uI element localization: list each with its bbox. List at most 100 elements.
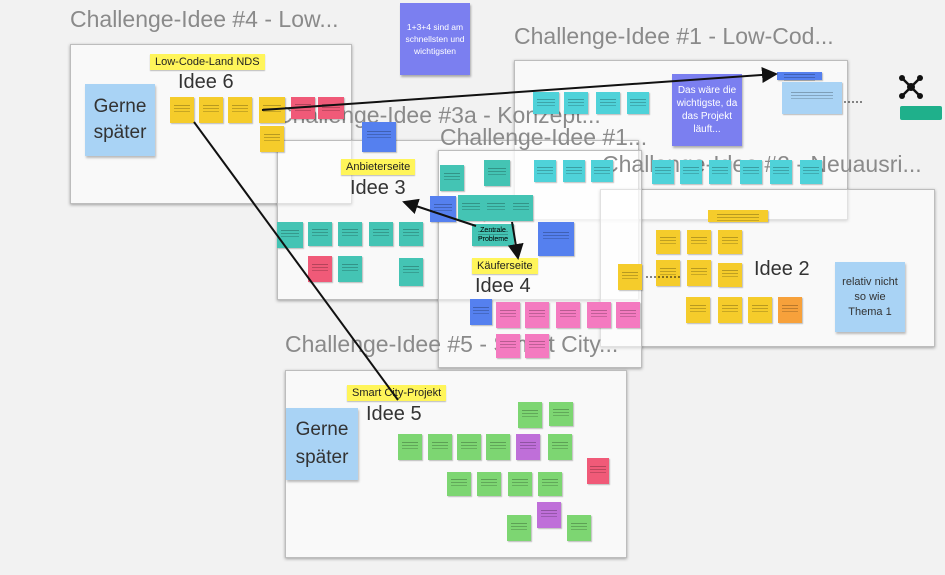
sticky-note[interactable]: [430, 196, 456, 222]
sticky-note[interactable]: [718, 230, 742, 254]
sticky-note[interactable]: [508, 472, 532, 496]
green-action-button[interactable]: [900, 106, 942, 120]
sticky-note[interactable]: [518, 402, 542, 428]
sticky-gerne-spaeter-bottom[interactable]: Gerne später: [286, 408, 358, 480]
frame-title-challenge-4: Challenge-Idee #4 - Low...: [70, 6, 339, 32]
idea-heading-6: Idee 6: [178, 71, 234, 93]
sticky-note[interactable]: [260, 126, 284, 152]
sticky-note[interactable]: [616, 302, 640, 328]
sticky-note[interactable]: [549, 402, 573, 426]
sticky-note[interactable]: [556, 302, 580, 328]
sticky-note[interactable]: [496, 334, 520, 358]
sticky-note[interactable]: [447, 472, 471, 496]
sticky-note[interactable]: [308, 256, 332, 282]
image-header-bar: [777, 72, 822, 80]
frame-title-challenge-1: Challenge-Idee #1 - Low-Cod...: [514, 23, 834, 49]
note-wichtigste[interactable]: Das wäre die wichtigste, da das Projekt …: [672, 74, 742, 146]
sticky-note[interactable]: [567, 515, 591, 541]
frame-title-challenge-5: Challenge-Idee #5 - Smart City...: [285, 331, 619, 357]
sticky-note[interactable]: [199, 97, 223, 123]
sticky-note[interactable]: [428, 434, 452, 460]
sticky-note[interactable]: [170, 97, 194, 123]
sticky-note[interactable]: [516, 434, 540, 460]
label-smart-city[interactable]: Smart City-Projekt: [347, 385, 447, 401]
sticky-note[interactable]: [534, 160, 556, 182]
sticky-note[interactable]: [587, 458, 609, 484]
sticky-note[interactable]: [596, 92, 620, 114]
sticky-note[interactable]: [591, 160, 613, 182]
sticky-note[interactable]: [652, 160, 674, 184]
sticky-text: Gerne später: [295, 419, 349, 468]
sticky-note[interactable]: [470, 299, 492, 325]
sticky-note[interactable]: [338, 222, 362, 246]
sticky-note[interactable]: [770, 160, 792, 184]
sticky-note[interactable]: [800, 160, 822, 184]
sticky-note[interactable]: [709, 160, 731, 184]
top-priority-note-text: 1+3+4 sind am schnellsten und wichtigste…: [405, 22, 465, 56]
sticky-note[interactable]: [656, 260, 680, 286]
sticky-note[interactable]: [656, 230, 680, 254]
sticky-note[interactable]: [338, 256, 362, 282]
sticky-note[interactable]: [277, 222, 303, 248]
illustration-image: [782, 82, 842, 114]
sticky-note[interactable]: [362, 122, 396, 152]
sticky-text: Zentrale Probleme: [478, 227, 508, 243]
sticky-note[interactable]: [525, 334, 549, 358]
sticky-note[interactable]: [564, 92, 588, 114]
sticky-note[interactable]: [718, 297, 742, 323]
label-low-code-land[interactable]: Low-Code-Land NDS: [150, 54, 265, 70]
sticky-note[interactable]: [477, 472, 501, 496]
sticky-note[interactable]: [548, 434, 572, 460]
network-share-icon[interactable]: [898, 74, 924, 100]
sticky-note[interactable]: [308, 222, 332, 246]
sticky-note[interactable]: [291, 97, 315, 119]
sticky-note[interactable]: [458, 195, 484, 221]
sticky-note[interactable]: [399, 222, 423, 246]
sticky-note[interactable]: [778, 297, 802, 323]
sticky-note[interactable]: [563, 160, 585, 182]
sticky-note[interactable]: [486, 434, 510, 460]
sticky-note[interactable]: [686, 297, 710, 323]
sticky-note[interactable]: [718, 263, 742, 287]
sticky-note[interactable]: [259, 97, 285, 123]
top-priority-note[interactable]: 1+3+4 sind am schnellsten und wichtigste…: [400, 3, 470, 75]
idea-heading-2: Idee 2: [754, 258, 810, 280]
sticky-note[interactable]: [496, 302, 520, 328]
sticky-note[interactable]: [399, 258, 423, 286]
sticky-note[interactable]: [509, 195, 533, 221]
sticky-note[interactable]: [398, 434, 422, 460]
sticky-note[interactable]: [525, 302, 549, 328]
sticky-note[interactable]: [627, 92, 649, 114]
sticky-note[interactable]: [687, 230, 711, 254]
sticky-note[interactable]: [537, 502, 561, 528]
sticky-note[interactable]: [484, 160, 510, 186]
sticky-note[interactable]: [318, 97, 344, 119]
sticky-note[interactable]: [440, 165, 464, 191]
header-sticky[interactable]: [708, 210, 768, 222]
idea-heading-4: Idee 4: [475, 275, 531, 297]
sticky-note[interactable]: [740, 160, 762, 184]
sticky-note[interactable]: [369, 222, 393, 246]
sticky-gerne-spaeter-top[interactable]: Gerne später: [85, 84, 155, 156]
sticky-note[interactable]: [507, 515, 531, 541]
idea-heading-3: Idee 3: [350, 177, 406, 199]
sticky-note[interactable]: [687, 260, 711, 286]
sticky-text: relativ nicht so wie Thema 1: [842, 275, 898, 318]
sticky-note[interactable]: [748, 297, 772, 323]
sticky-text: Gerne später: [93, 96, 147, 143]
sticky-note[interactable]: [538, 472, 562, 496]
sticky-note[interactable]: [618, 264, 642, 290]
sticky-note[interactable]: [587, 302, 611, 328]
sticky-note[interactable]: [228, 97, 252, 123]
sticky-note[interactable]: [538, 222, 574, 256]
label-kaeuferseite[interactable]: Käuferseite: [472, 258, 538, 274]
sticky-note[interactable]: [680, 160, 702, 184]
sticky-zentrale-probleme[interactable]: Zentrale Probleme: [472, 224, 514, 246]
sticky-note[interactable]: [457, 434, 481, 460]
sticky-note[interactable]: [533, 92, 559, 114]
sticky-note[interactable]: [483, 195, 509, 221]
idea-heading-5: Idee 5: [366, 403, 422, 425]
note-wichtigste-text: Das wäre die wichtigste, da das Projekt …: [676, 85, 738, 135]
label-anbieterseite[interactable]: Anbieterseite: [341, 159, 416, 175]
sticky-relativ-nicht[interactable]: relativ nicht so wie Thema 1: [835, 262, 905, 332]
